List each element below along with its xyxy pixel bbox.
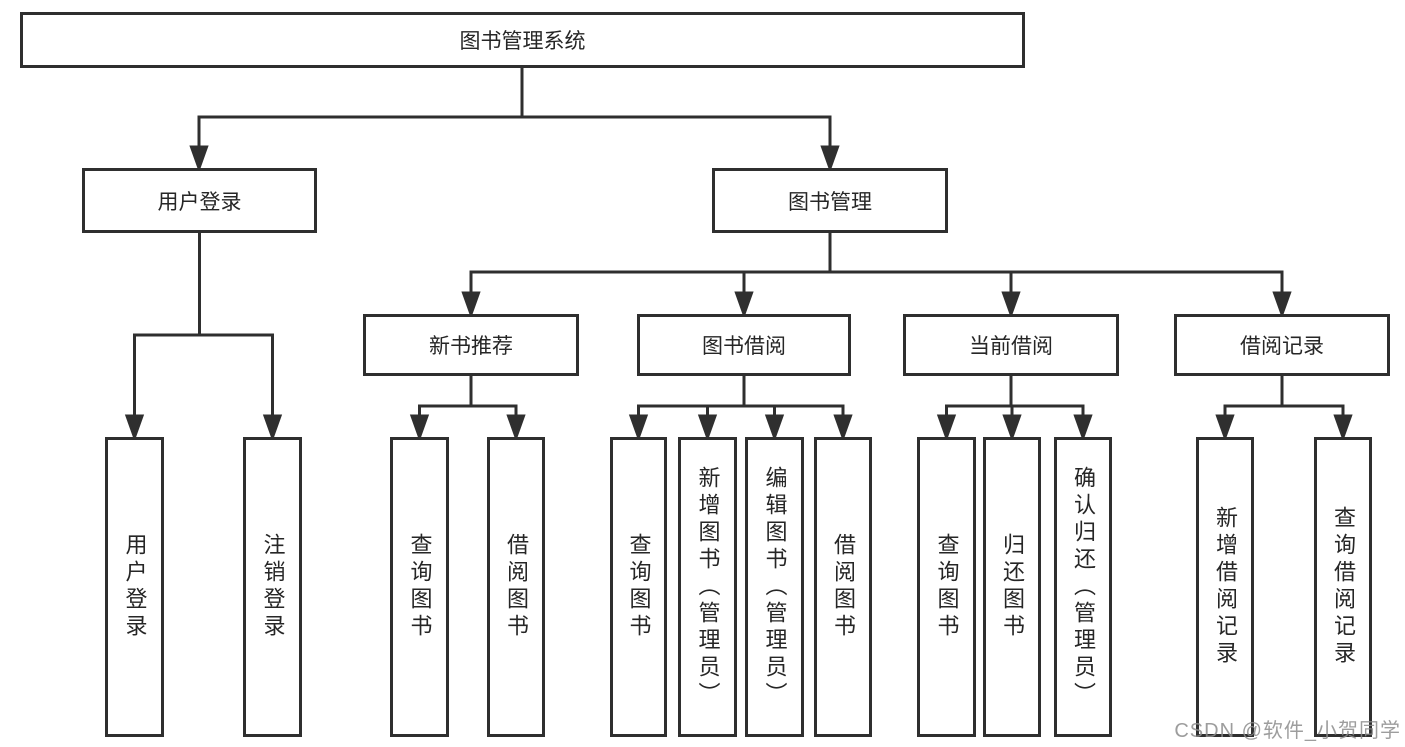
- connector-book-mgmt-to-level3: [461, 233, 1292, 319]
- csdn-watermark: CSDN @软件_小贺同学: [1174, 720, 1401, 742]
- leaf-user-login: 用户登录: [105, 437, 164, 737]
- leaf-recommend-query-books: 查询图书: [390, 437, 449, 737]
- leaf-borrow-add-books-admin: 新增图书（管理员）: [678, 437, 737, 737]
- leaf-records-add-record: 新增借阅记录: [1196, 437, 1254, 737]
- leaf-records-query-record: 查询借阅记录: [1314, 437, 1372, 737]
- leaf-recommend-borrow-books: 借阅图书: [487, 437, 545, 737]
- connector-user-login-branch: [124, 233, 283, 442]
- leaf-borrow-query-books: 查询图书: [610, 437, 667, 737]
- leaf-logout: 注销登录: [243, 437, 302, 737]
- node-book-management: 图书管理: [712, 168, 948, 233]
- connector-current-borrow-branch: [936, 376, 1093, 442]
- leaf-borrow-borrow-books: 借阅图书: [814, 437, 872, 737]
- leaf-current-confirm-return-admin: 确认归还（管理员）: [1054, 437, 1112, 737]
- node-book-borrow: 图书借阅: [637, 314, 851, 376]
- connector-new-book-branch: [409, 376, 526, 442]
- leaf-borrow-edit-books-admin: 编辑图书（管理员）: [745, 437, 804, 737]
- node-current-borrow: 当前借阅: [903, 314, 1119, 376]
- connector-borrow-records-branch: [1215, 376, 1353, 442]
- connector-book-borrow-branch: [628, 376, 853, 442]
- node-borrow-records: 借阅记录: [1174, 314, 1390, 376]
- leaf-current-return-books: 归还图书: [983, 437, 1041, 737]
- leaf-current-query-books: 查询图书: [917, 437, 976, 737]
- node-user-login: 用户登录: [82, 168, 317, 233]
- node-new-book-recommend: 新书推荐: [363, 314, 579, 376]
- connector-root-to-level2: [189, 68, 840, 173]
- node-library-management-system: 图书管理系统: [20, 12, 1025, 68]
